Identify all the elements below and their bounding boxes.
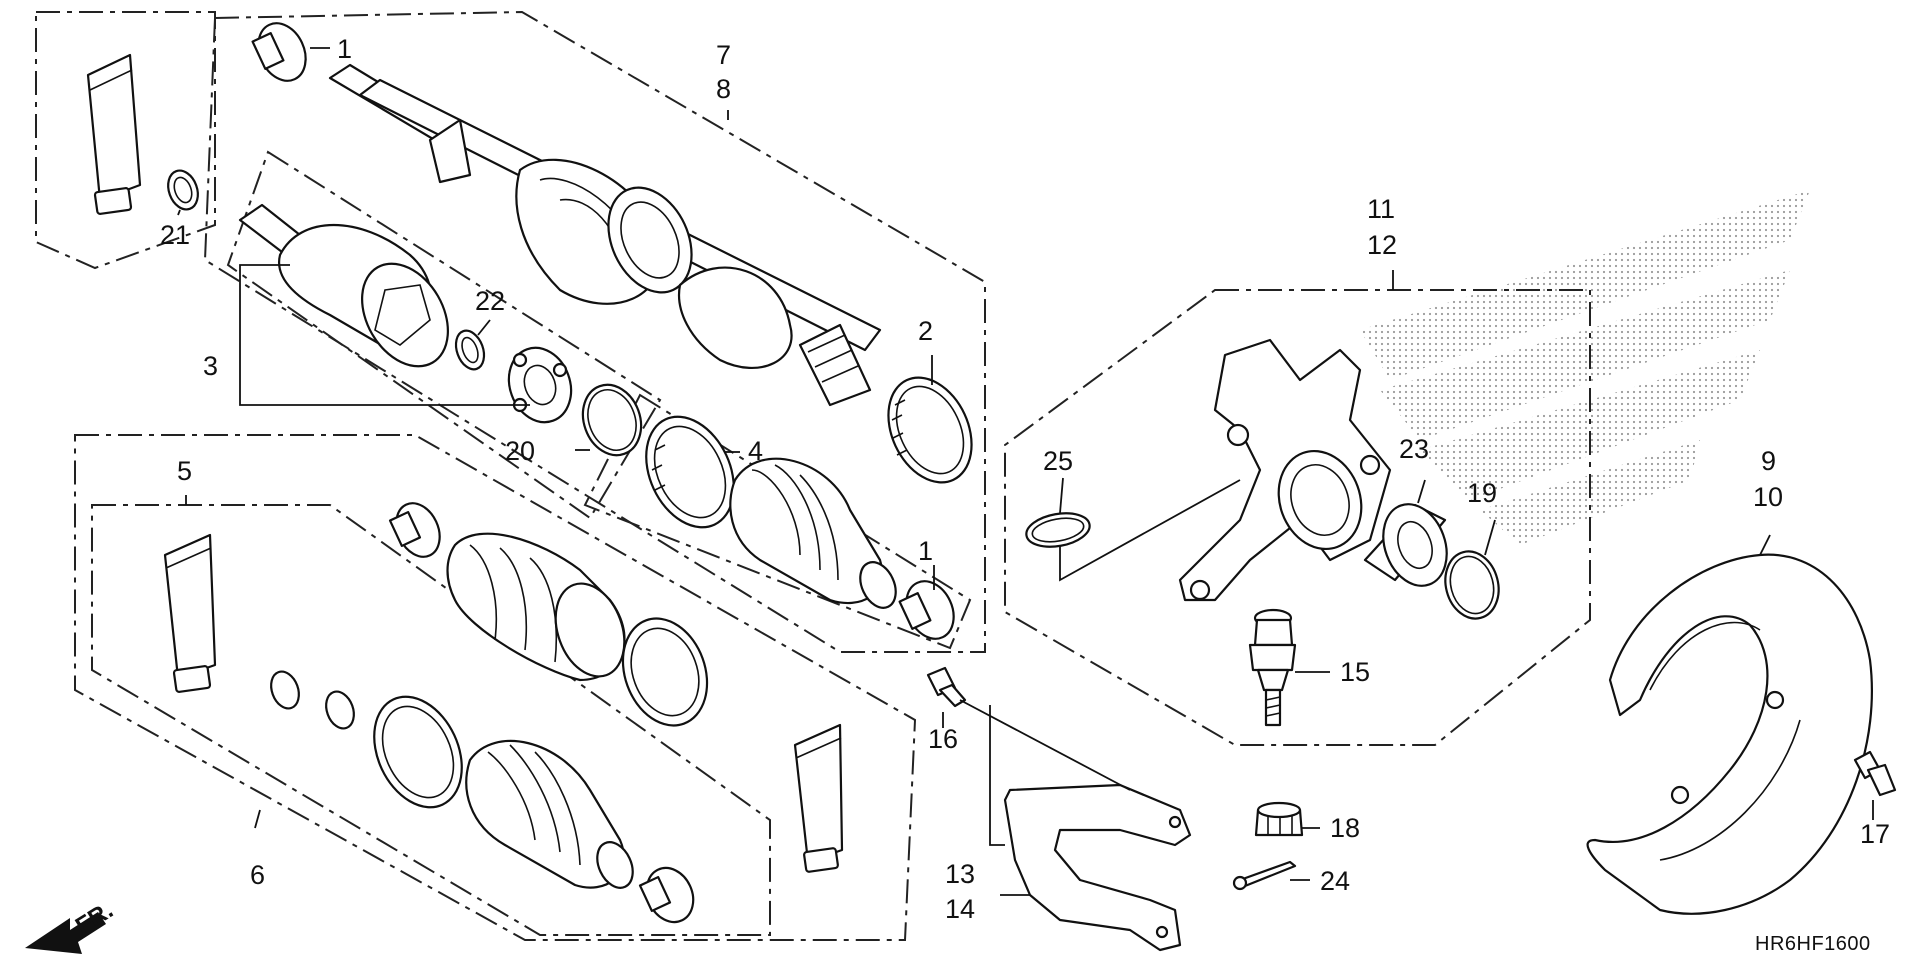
diagram-code: HR6HF1600 — [1755, 933, 1871, 955]
circlip-lower-left — [270, 670, 300, 710]
grease-tube-right — [793, 723, 844, 873]
part-label-19: 19 — [1467, 478, 1497, 508]
part-label-20: 20 — [505, 436, 535, 466]
part-label-25: 25 — [1043, 446, 1073, 476]
clamp-band-1-top — [251, 22, 307, 82]
part-label-13: 13 — [945, 859, 975, 889]
part-label-10: 10 — [1753, 482, 1783, 512]
part-label-24: 24 — [1320, 866, 1350, 896]
part-label-4: 4 — [748, 436, 763, 466]
part-label-14: 14 — [945, 894, 975, 924]
bracket-13-14 — [1003, 783, 1192, 952]
circlip-19 — [1444, 550, 1500, 620]
clamp-band-lower-small — [638, 866, 695, 924]
part-label-12: 12 — [1367, 230, 1397, 260]
drive-shaft-outer — [328, 63, 882, 407]
ball-joint-15 — [1248, 608, 1297, 727]
circlip-21 — [167, 169, 199, 211]
clamp-band-2 — [887, 376, 973, 484]
inner-joint-housing — [238, 203, 449, 368]
circlip-22 — [454, 329, 486, 371]
part-label-1-right: 1 — [918, 536, 933, 566]
clamp-band-lower-top — [388, 502, 441, 558]
boot-4 — [729, 457, 897, 609]
cotter-pin-24 — [1232, 860, 1297, 891]
part-label-17: 17 — [1860, 819, 1890, 849]
leader-lines — [177, 47, 1874, 896]
group-box-shaft-assembly — [203, 10, 986, 653]
part-label-16: 16 — [928, 724, 958, 754]
part-label-11: 11 — [1367, 194, 1395, 224]
grease-tube-lower — [163, 533, 217, 693]
joint-cage — [507, 346, 573, 424]
circlip-lower-right — [325, 690, 355, 730]
ring-25 — [1025, 512, 1091, 548]
boot-lower-upper — [446, 532, 626, 682]
part-label-1-top: 1 — [337, 34, 352, 64]
clamp-band-lower-big — [373, 695, 463, 809]
group-box-inner-joint — [226, 150, 662, 520]
part-label-2: 2 — [918, 316, 933, 346]
boot-band-4 — [645, 415, 735, 529]
watermark-wing — [1360, 190, 1810, 545]
part-label-23: 23 — [1399, 434, 1429, 464]
grease-tube-top — [86, 53, 142, 215]
part-label-7: 7 — [716, 40, 731, 70]
wheel-bearing-23 — [1363, 503, 1448, 587]
part-label-6: 6 — [250, 860, 265, 890]
bolt-17 — [1853, 750, 1897, 797]
castle-nut-18 — [1254, 801, 1304, 837]
part-label-15: 15 — [1340, 657, 1370, 687]
part-label-9: 9 — [1761, 446, 1776, 476]
part-label-21: 21 — [160, 220, 190, 250]
front-direction-arrow — [25, 912, 106, 954]
part-label-3: 3 — [203, 351, 218, 381]
dust-guard-9-10 — [1586, 553, 1873, 915]
steering-knuckle — [1178, 338, 1392, 602]
part-label-22: 22 — [475, 286, 505, 316]
part-label-18: 18 — [1330, 813, 1360, 843]
part-label-8: 8 — [716, 74, 731, 104]
clamp-band-1-right — [898, 580, 955, 640]
part-label-5: 5 — [177, 456, 192, 486]
stop-ring-20 — [581, 383, 643, 457]
group-box-grease-kit-top — [35, 11, 216, 270]
clamp-band-lower-mid — [621, 617, 709, 727]
group-box-boot-kit-inner — [91, 504, 771, 936]
bolt-16 — [926, 666, 967, 708]
group-box-boot-kit-lower — [74, 434, 917, 941]
boot-lower — [465, 739, 634, 889]
group-box-knuckle — [1004, 289, 1591, 746]
